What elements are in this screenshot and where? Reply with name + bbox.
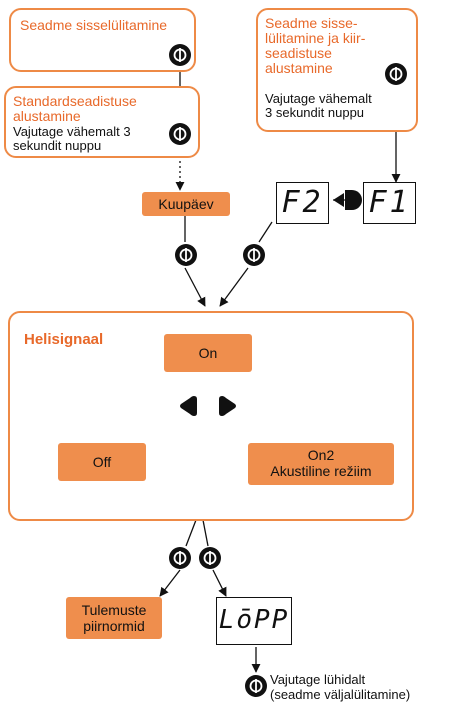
right-triangle-icon [219,396,236,416]
connector-line [185,519,197,547]
standard-settings-instruction: Vajutage vähemalt 3 sekundit nuppu [13,124,131,153]
short-press-line1: Vajutage lühidalt [270,672,366,687]
connector-line [159,569,181,597]
option-off[interactable]: Off [58,443,146,481]
power-button-icon[interactable] [168,122,192,146]
standard-settings-box: Standardseadistuse alustamine Vajutage v… [4,86,200,158]
result-limits-line1: Tulemuste [81,602,147,618]
option-off-label: Off [92,454,112,470]
power-button-icon[interactable] [384,62,408,86]
connector-line [184,267,206,307]
result-limits-label: Tulemuste piirnormid [66,597,162,639]
beep-settings-title: Helisignaal [24,331,104,348]
power-button-icon[interactable] [244,674,268,698]
display-end: LōPP [216,597,292,645]
f1-to-f2-arrow [333,190,362,210]
option-on2[interactable]: On2 Akustiline režiim [248,443,394,485]
quick-settings-instruction: Vajutage vähemalt 3 sekundit nuppu [265,91,372,120]
connector-line [212,569,227,597]
option-on[interactable]: On [164,334,252,372]
connector-line [202,519,209,547]
option-on2-sublabel: Akustiline režiim [270,463,372,479]
power-button-icon[interactable] [168,43,192,67]
left-triangle-icon [180,396,197,416]
display-f1: F1 [363,182,416,224]
connector-line [258,221,273,243]
standard-settings-title: Standardseadistuse alustamine [13,93,137,124]
connector-line [219,267,249,307]
power-button-icon[interactable] [198,546,222,570]
short-press-line2: (seadme väljalülitamine) [270,687,411,702]
display-f2: F2 [276,182,329,224]
result-limits-line2: piirnormid [83,618,145,634]
power-button-icon[interactable] [168,546,192,570]
short-press-instruction: Vajutage lühidalt (seadme väljalülitamin… [270,672,450,702]
option-on2-label: On2 [307,447,335,463]
power-on-box: Seadme sisselülitamine [9,8,196,72]
option-on-label: On [198,345,218,361]
quick-settings-title: Seadme sisse-lülitamine ja kiir-seadistu… [265,15,366,76]
date-label-text: Kuupäev [158,196,214,212]
power-on-title: Seadme sisselülitamine [20,17,168,33]
power-button-icon[interactable] [242,243,266,267]
date-label: Kuupäev [142,192,230,216]
power-button-icon[interactable] [174,243,198,267]
